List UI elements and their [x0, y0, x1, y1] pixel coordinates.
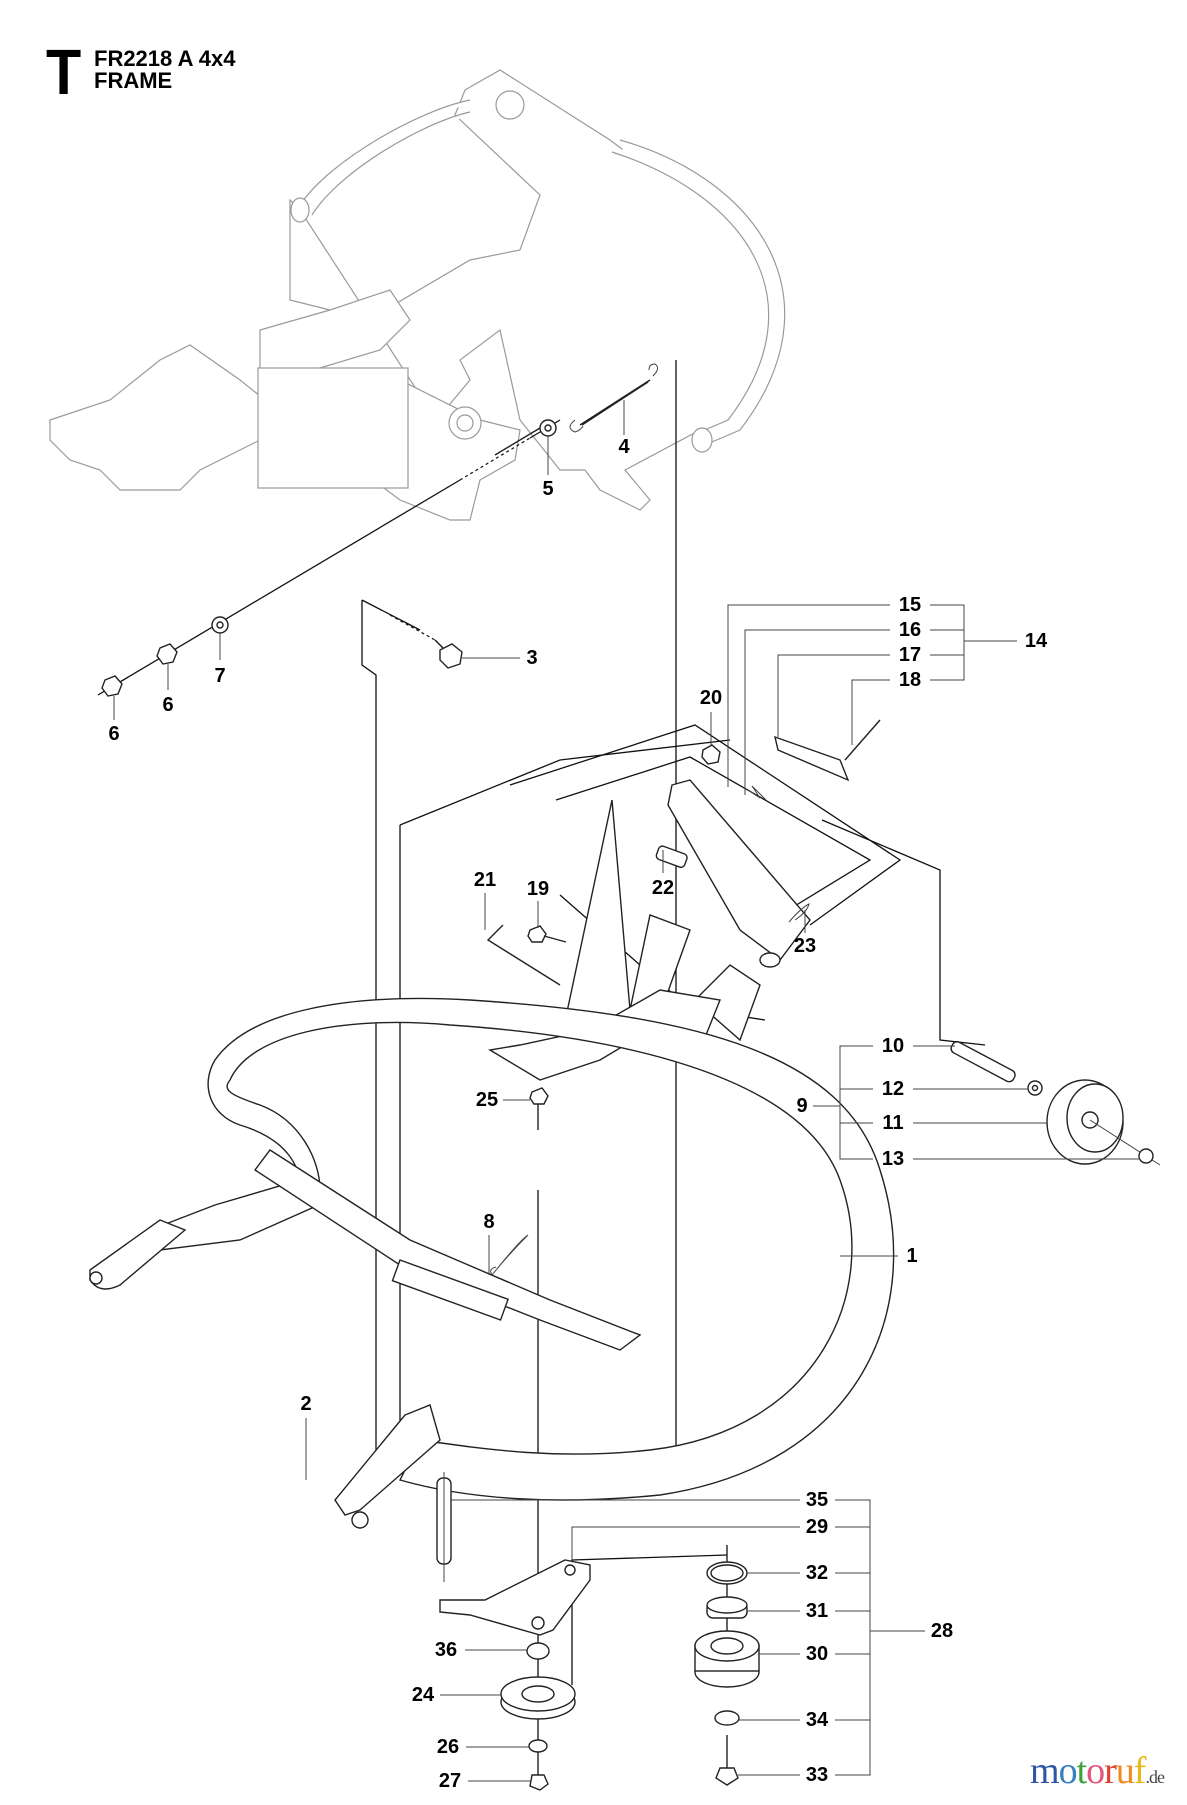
watermark-letter: t	[1076, 1750, 1088, 1792]
callout-6b[interactable]: 6	[162, 694, 174, 716]
callout-16[interactable]: 16	[898, 619, 922, 641]
callout-12[interactable]: 12	[881, 1078, 905, 1100]
callout-15[interactable]: 15	[898, 594, 922, 616]
callout-24[interactable]: 24	[411, 1684, 435, 1706]
callout-7[interactable]: 7	[214, 665, 226, 687]
callout-13[interactable]: 13	[881, 1148, 905, 1170]
bolt-19	[527, 925, 567, 943]
callout-14[interactable]: 14	[1024, 630, 1048, 652]
clip-16	[747, 785, 767, 801]
callout-10[interactable]: 10	[881, 1035, 905, 1057]
callout-26[interactable]: 26	[436, 1736, 460, 1758]
main-frame-ghost	[49, 69, 786, 521]
callout-25[interactable]: 25	[475, 1089, 499, 1111]
callout-30[interactable]: 30	[805, 1643, 829, 1665]
pin-22	[655, 845, 688, 868]
bolt-25	[529, 1087, 549, 1130]
callout-23[interactable]: 23	[793, 935, 817, 957]
callout-8[interactable]: 8	[483, 1211, 495, 1233]
rivet-18	[844, 719, 881, 761]
watermark-letter: r	[1104, 1750, 1117, 1792]
nuts-6-washer-7	[101, 616, 463, 697]
callout-35[interactable]: 35	[805, 1489, 829, 1511]
cotter-pin-23	[788, 903, 810, 923]
callout-28[interactable]: 28	[930, 1620, 954, 1642]
callout-3[interactable]: 3	[526, 647, 538, 669]
hairpin-8	[490, 1234, 529, 1276]
leader-lines	[113, 400, 1140, 1782]
watermark-letter: u	[1115, 1750, 1135, 1792]
callout-2[interactable]: 2	[300, 1393, 312, 1415]
callout-6a[interactable]: 6	[108, 723, 120, 745]
watermark-letters: motoruf	[1030, 1750, 1147, 1792]
wheel-assembly	[950, 1041, 1161, 1166]
eye-bolt-5	[494, 419, 557, 456]
callout-32[interactable]: 32	[805, 1562, 829, 1584]
callout-9[interactable]: 9	[796, 1095, 808, 1117]
callout-4[interactable]: 4	[618, 436, 630, 458]
nut-20	[701, 744, 721, 765]
callout-36[interactable]: 36	[434, 1639, 458, 1661]
model-title: FR2218 A 4x4	[94, 46, 236, 71]
watermark-letter: m	[1030, 1750, 1060, 1792]
callout-1[interactable]: 1	[906, 1245, 918, 1267]
u-frame-tube-1	[89, 997, 895, 1529]
callout-20[interactable]: 20	[699, 687, 723, 709]
bracket-15	[667, 779, 811, 968]
callout-33[interactable]: 33	[805, 1764, 829, 1786]
watermark-letter: o	[1086, 1750, 1105, 1792]
section-letter: T	[46, 36, 82, 108]
callout-17[interactable]: 17	[898, 644, 922, 666]
idler-pulley-assembly	[436, 1472, 760, 1791]
handle-17	[774, 735, 850, 782]
watermark-tld: .de	[1145, 1767, 1164, 1787]
callout-18[interactable]: 18	[898, 669, 922, 691]
callout-34[interactable]: 34	[805, 1709, 829, 1731]
assembly-title: FRAME	[94, 68, 173, 93]
watermark-letter: o	[1058, 1750, 1078, 1792]
rod-21	[486, 924, 561, 986]
callout-21[interactable]: 21	[473, 869, 497, 891]
callout-5[interactable]: 5	[542, 478, 554, 500]
spring-4	[569, 363, 659, 433]
callout-31[interactable]: 31	[805, 1600, 829, 1622]
callout-19[interactable]: 19	[526, 878, 550, 900]
watermark-letter: f	[1133, 1750, 1147, 1792]
callout-29[interactable]: 29	[805, 1516, 829, 1538]
callout-11[interactable]: 11	[882, 1112, 904, 1134]
callout-22[interactable]: 22	[651, 877, 675, 899]
callout-27[interactable]: 27	[438, 1770, 462, 1792]
watermark-logo: motoruf.de	[1030, 1750, 1165, 1792]
